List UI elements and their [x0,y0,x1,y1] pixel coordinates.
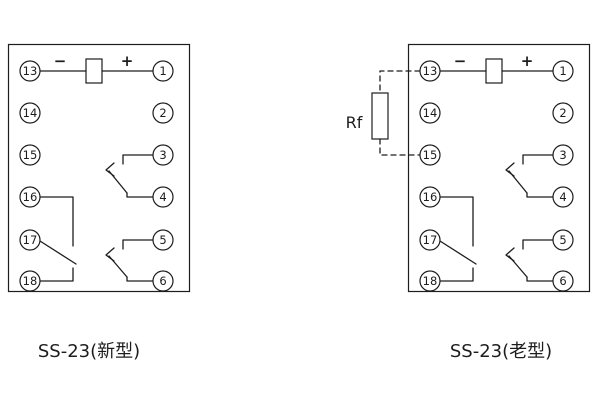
svg-text:13: 13 [23,64,38,78]
wire [526,276,554,282]
svg-text:16: 16 [423,190,438,204]
svg-text:1: 1 [159,64,166,78]
terminal-15: 15 [419,144,441,166]
terminal-18: 18 [419,270,441,292]
terminal-5: 5 [152,229,174,251]
coil-rect [85,58,103,84]
plus-sign: + [121,52,134,70]
terminal-1: 1 [552,60,574,82]
resistor-rect [371,92,389,140]
svg-text:1: 1 [559,64,566,78]
resistor-label: Rf [346,113,363,132]
contact-symbol-5-6 [105,239,154,282]
changeover-contact-16-17-18 [39,196,77,282]
contact-symbol-3-4 [505,154,554,198]
terminal-4: 4 [552,186,574,208]
terminal-16: 16 [419,186,441,208]
terminal-5: 5 [552,229,574,251]
terminal-16: 16 [19,186,41,208]
panel-old-model: Rf − + [346,43,591,362]
wire [526,192,554,198]
terminal-14: 14 [419,102,441,124]
wire [439,196,474,247]
plus-sign: + [521,52,534,70]
dashed-wire [379,70,421,94]
panel-border [407,43,591,293]
svg-text:14: 14 [423,106,438,120]
svg-text:15: 15 [423,148,438,162]
svg-text:2: 2 [159,106,166,120]
wire [439,267,474,282]
arrow-mark [505,247,515,262]
arrow-mark [505,162,515,177]
terminal-18: 18 [19,270,41,292]
wire [39,267,74,282]
coil-symbol [439,58,554,84]
fixed-contact [122,239,154,250]
fixed-contact [122,154,154,165]
terminal-2: 2 [152,102,174,124]
svg-text:3: 3 [559,148,566,162]
wire [126,192,154,198]
terminal-3: 3 [552,144,574,166]
svg-text:17: 17 [23,233,38,247]
terminal-14: 14 [19,102,41,124]
changeover-contact-16-17-18 [439,196,477,282]
terminal-3: 3 [152,144,174,166]
terminal-6: 6 [552,270,574,292]
terminal-4: 4 [152,186,174,208]
svg-text:18: 18 [23,274,38,288]
resistor-rf-symbol [371,70,421,156]
contact-symbol-5-6 [505,239,554,282]
svg-text:4: 4 [559,190,566,204]
terminal-13: 13 [19,60,41,82]
terminal-13: 13 [419,60,441,82]
minus-sign: − [454,52,467,70]
svg-text:16: 16 [23,190,38,204]
terminal-17: 17 [19,229,41,251]
terminal-17: 17 [419,229,441,251]
svg-text:14: 14 [23,106,38,120]
coil-symbol [39,58,154,84]
svg-text:3: 3 [159,148,166,162]
svg-text:4: 4 [159,190,166,204]
contact-blade [39,240,77,265]
wire [39,196,74,247]
panel-border [7,43,191,293]
arrow-mark [105,162,115,177]
svg-text:6: 6 [559,274,566,288]
svg-text:13: 13 [423,64,438,78]
svg-text:18: 18 [423,274,438,288]
contact-symbol-3-4 [105,154,154,198]
caption-old-model: SS-23(老型) [450,341,552,362]
svg-text:5: 5 [159,233,166,247]
svg-text:6: 6 [159,274,166,288]
minus-sign: − [54,52,67,70]
dashed-wire [379,138,421,156]
svg-text:5: 5 [559,233,566,247]
svg-text:17: 17 [423,233,438,247]
svg-text:2: 2 [559,106,566,120]
contact-blade [439,240,477,265]
fixed-contact [522,154,554,165]
arrow-mark [105,247,115,262]
terminal-2: 2 [552,102,574,124]
coil-rect [485,58,503,84]
terminal-15: 15 [19,144,41,166]
terminal-6: 6 [152,270,174,292]
svg-text:15: 15 [23,148,38,162]
caption-new-model: SS-23(新型) [38,341,140,362]
panel-new-model: − + 13 14 [7,43,191,362]
wire [126,276,154,282]
fixed-contact [522,239,554,250]
terminal-1: 1 [152,60,174,82]
